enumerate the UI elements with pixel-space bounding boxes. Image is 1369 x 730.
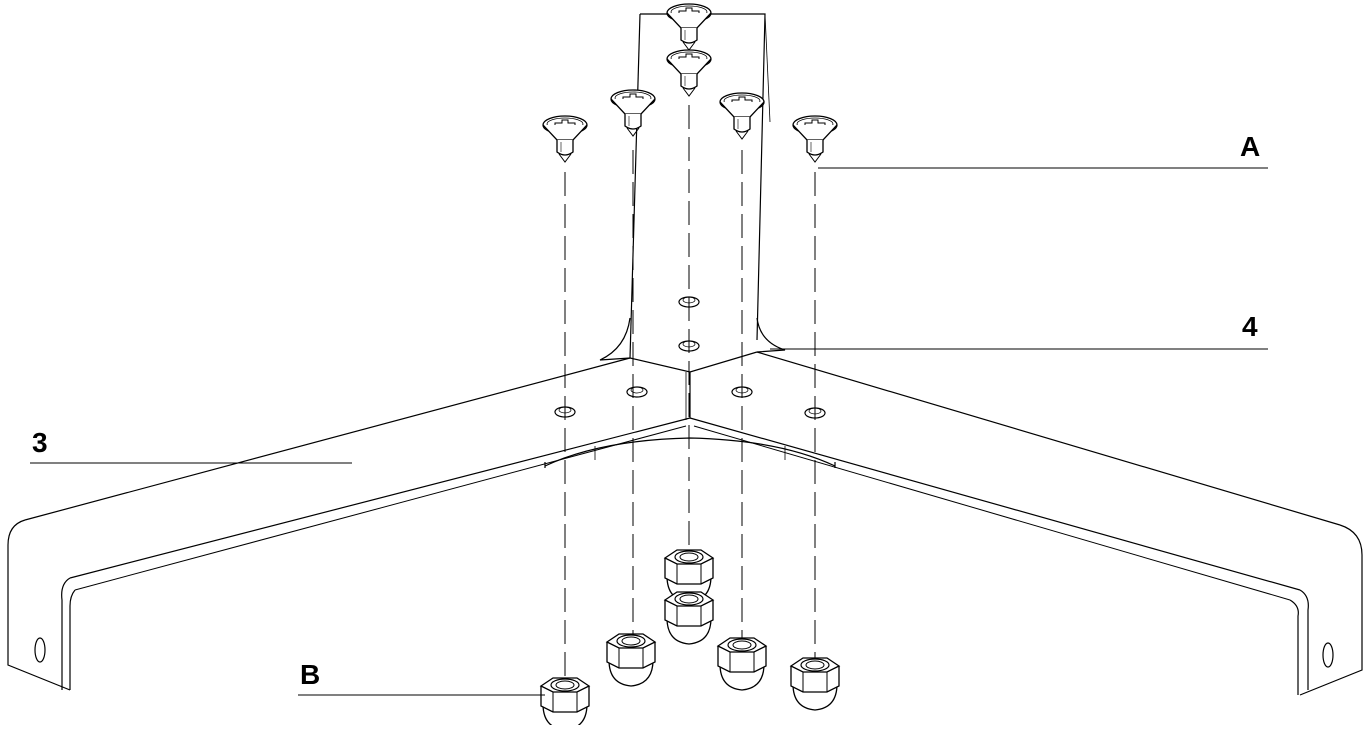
nut-right-outer bbox=[790, 657, 840, 711]
screw-upper bbox=[666, 49, 712, 97]
callout-a-label: A bbox=[1240, 131, 1260, 162]
alignment-lines bbox=[564, 105, 816, 685]
nuts bbox=[540, 549, 840, 730]
nut-middle bbox=[664, 591, 714, 645]
nut-right-inner bbox=[717, 637, 767, 691]
screw-left-inner bbox=[610, 89, 656, 137]
nut-left-inner bbox=[606, 633, 656, 687]
screw-right-outer bbox=[792, 115, 838, 163]
callout-b-label: B bbox=[300, 659, 320, 690]
screw-top bbox=[666, 3, 712, 51]
callout-3-label: 3 bbox=[32, 427, 48, 458]
base-frame bbox=[7, 351, 1363, 696]
leader-lines bbox=[30, 167, 1268, 696]
screw-right-inner bbox=[719, 92, 765, 140]
nut-left-outer bbox=[540, 677, 590, 730]
screws bbox=[542, 3, 838, 163]
screw-left-outer bbox=[542, 115, 588, 163]
callout-4-label: 4 bbox=[1242, 311, 1258, 342]
